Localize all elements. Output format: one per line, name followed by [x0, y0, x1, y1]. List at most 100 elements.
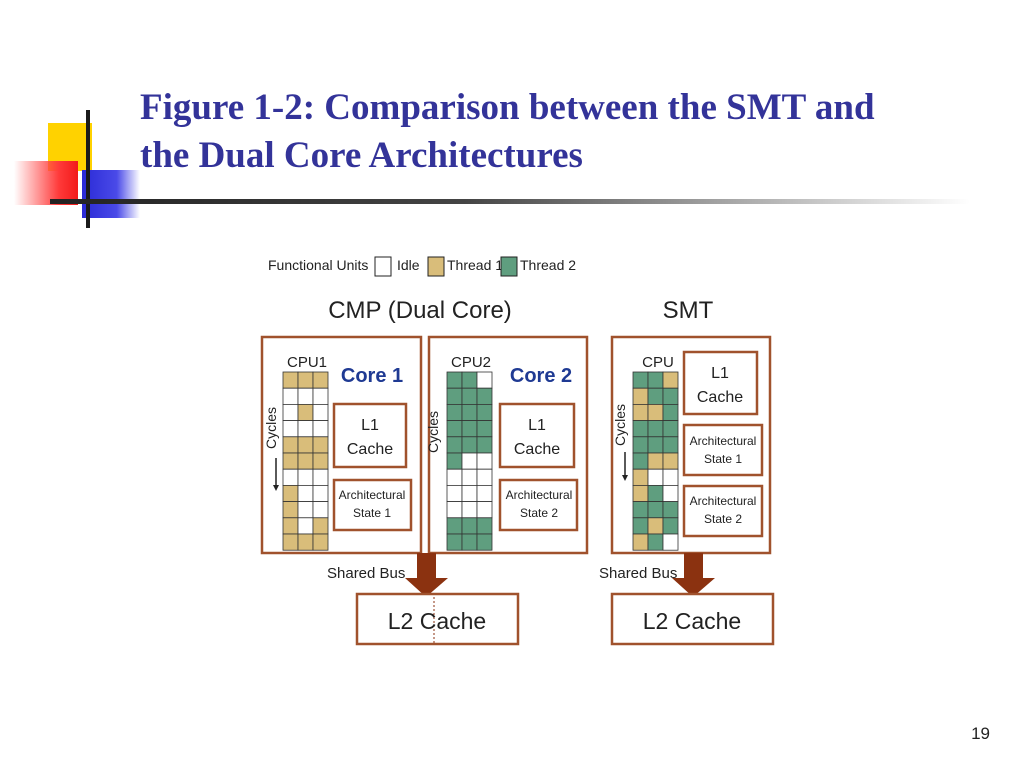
core1-unit-cell	[312, 468, 329, 486]
smt-unit-cell	[647, 436, 664, 454]
smt-unit-cell	[647, 420, 664, 438]
smt-arch2-line1: Architectural	[690, 494, 757, 508]
core2: CPU2 Core 2 Cycles L1 Cache Architectura…	[425, 354, 579, 551]
smt-unit-cell	[647, 533, 664, 551]
cmp-l2-cache-box	[355, 592, 520, 646]
slide-ornament-blue	[82, 170, 140, 218]
core2-unit-cell	[476, 484, 493, 502]
core1-unit-cell	[312, 387, 329, 405]
core2-unit-cell	[446, 452, 463, 470]
smt-l1-cache-box	[682, 350, 759, 416]
core1-l1-line2: Cache	[347, 441, 393, 458]
core1-l1-cache-box	[332, 402, 408, 469]
core2-unit-cell	[476, 436, 493, 454]
core1-unit-grid	[282, 371, 329, 551]
core1-unit-cell	[282, 403, 299, 421]
smt-core: CPU Cycles L1 Cache Architectural State …	[612, 350, 764, 551]
smt-unit-cell	[662, 387, 679, 405]
smt-unit-cell	[647, 501, 664, 519]
smt-unit-cell	[647, 371, 664, 389]
core2-unit-cell	[461, 371, 478, 389]
core2-arch-line1: Architectural	[506, 488, 573, 502]
core1-cpu-label: CPU1	[287, 354, 327, 371]
smt-heading: SMT	[663, 297, 714, 324]
core2-unit-cell	[446, 436, 463, 454]
core2-cpu-label: CPU2	[451, 354, 491, 371]
core1: CPU1 Core 1 Cycles L1 Cache Architectura…	[263, 354, 413, 551]
legend: Functional Units Idle Thread 1 Thread 2	[268, 256, 576, 277]
smt-unit-cell	[662, 484, 679, 502]
smt-unit-cell	[632, 420, 649, 438]
core1-unit-cell	[297, 484, 314, 502]
core1-unit-cell	[297, 501, 314, 519]
core2-unit-cell	[461, 484, 478, 502]
smt-unit-cell	[662, 452, 679, 470]
smt-l2-cache-box	[610, 592, 775, 646]
core1-unit-cell	[282, 501, 299, 519]
smt-shared-bus-arrow	[672, 553, 715, 597]
smt-unit-cell	[647, 387, 664, 405]
core1-unit-cell	[312, 371, 329, 389]
smt-unit-cell	[632, 387, 649, 405]
smt-unit-cell	[662, 533, 679, 551]
core2-unit-cell	[476, 517, 493, 535]
core1-unit-cell	[282, 452, 299, 470]
smt-unit-cell	[662, 436, 679, 454]
core2-unit-cell	[446, 533, 463, 551]
core2-unit-cell	[446, 403, 463, 421]
smt-unit-cell	[632, 452, 649, 470]
core1-unit-cell	[297, 436, 314, 454]
smt-arch-state1-box	[682, 423, 764, 477]
core2-unit-cell	[476, 452, 493, 470]
smt-unit-grid	[632, 371, 679, 551]
core2-unit-cell	[476, 501, 493, 519]
smt-shared-bus-label: Shared Bus	[599, 565, 677, 582]
core1-unit-cell	[297, 387, 314, 405]
title-underline	[50, 199, 970, 204]
core1-unit-cell	[282, 371, 299, 389]
core1-unit-cell	[282, 468, 299, 486]
smt-unit-cell	[632, 533, 649, 551]
core2-unit-cell	[446, 501, 463, 519]
smt-unit-cell	[662, 420, 679, 438]
core2-unit-cell	[476, 387, 493, 405]
core1-unit-cell	[297, 533, 314, 551]
smt-cpu-label: CPU	[642, 354, 674, 371]
smt-unit-cell	[632, 371, 649, 389]
core1-unit-cell	[282, 420, 299, 438]
smt-unit-cell	[647, 484, 664, 502]
core2-label: Core 2	[510, 365, 572, 387]
core2-arch-line2: State 2	[520, 506, 558, 520]
smt-arch2-line2: State 2	[704, 512, 742, 526]
core1-unit-cell	[312, 452, 329, 470]
core1-unit-cell	[312, 403, 329, 421]
core1-unit-cell	[312, 420, 329, 438]
core2-cycles-label: Cycles	[425, 411, 441, 453]
cmp-shared-bus-label: Shared Bus	[327, 565, 405, 582]
legend-swatch-thread1	[427, 256, 445, 277]
core1-unit-cell	[312, 501, 329, 519]
core2-unit-cell	[476, 371, 493, 389]
core2-unit-cell	[461, 452, 478, 470]
core2-l1-cache-box	[498, 402, 576, 469]
slide-title-line-2: the Dual Core Architectures	[140, 135, 583, 176]
smt-unit-cell	[647, 517, 664, 535]
core1-unit-cell	[312, 436, 329, 454]
core2-unit-cell	[446, 484, 463, 502]
legend-title: Functional Units	[268, 257, 368, 273]
smt-arch1-line1: Architectural	[690, 434, 757, 448]
smt-unit-cell	[632, 501, 649, 519]
smt-unit-cell	[632, 484, 649, 502]
core1-label: Core 1	[341, 365, 403, 387]
smt-arch1-line2: State 1	[704, 452, 742, 466]
core2-l1-line1: L1	[528, 417, 546, 434]
core1-unit-cell	[282, 484, 299, 502]
core1-unit-cell	[312, 533, 329, 551]
core2-unit-cell	[476, 533, 493, 551]
core2-unit-cell	[461, 420, 478, 438]
core2-unit-cell	[461, 387, 478, 405]
core1-arch-line2: State 1	[353, 506, 391, 520]
core1-unit-cell	[282, 533, 299, 551]
core2-unit-cell	[446, 420, 463, 438]
